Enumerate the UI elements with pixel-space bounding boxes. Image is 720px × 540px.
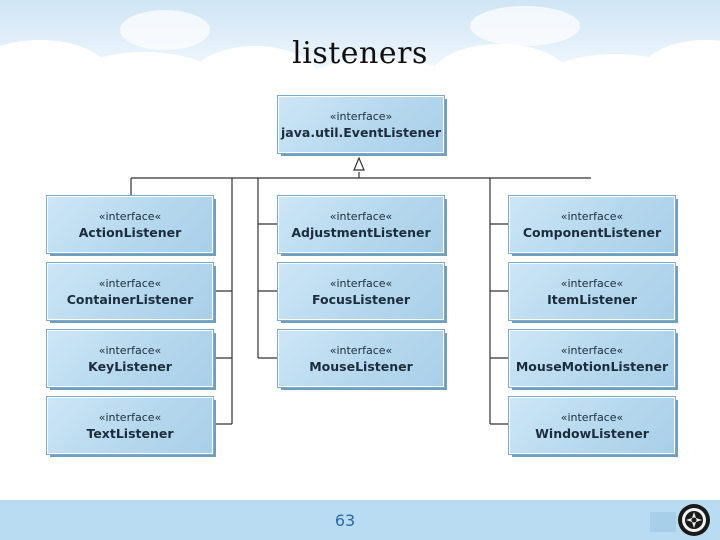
interface-box: «interface« ActionListener bbox=[46, 195, 214, 254]
interface-name: ActionListener bbox=[78, 224, 182, 240]
interface-box: «interface« WindowListener bbox=[508, 396, 676, 455]
interface-name: java.util.EventListener bbox=[281, 124, 441, 140]
interface-box: «interface« FocusListener bbox=[277, 262, 445, 321]
interface-name: ItemListener bbox=[547, 291, 637, 307]
stereotype-label: «interface« bbox=[560, 343, 624, 357]
stereotype-label: «interface« bbox=[560, 209, 624, 223]
stereotype-label: «interface« bbox=[329, 209, 393, 223]
cloud-background bbox=[0, 0, 720, 92]
interface-name: WindowListener bbox=[535, 425, 649, 441]
stereotype-label: «interface« bbox=[329, 343, 393, 357]
interface-box: «interface« AdjustmentListener bbox=[277, 195, 445, 254]
interface-name: MouseListener bbox=[309, 358, 413, 374]
stereotype-label: «interface« bbox=[560, 410, 624, 424]
stereotype-label: «interface« bbox=[98, 276, 162, 290]
stereotype-label: «interface« bbox=[329, 276, 393, 290]
interface-name: KeyListener bbox=[88, 358, 172, 374]
interface-name: AdjustmentListener bbox=[291, 224, 431, 240]
interface-box: «interface« ContainerListener bbox=[46, 262, 214, 321]
interface-box: «interface« ComponentListener bbox=[508, 195, 676, 254]
university-logo-icon bbox=[678, 504, 710, 536]
interface-box: «interface« KeyListener bbox=[46, 329, 214, 388]
generalization-arrow-icon bbox=[353, 156, 365, 171]
stereotype-label: «interface« bbox=[98, 410, 162, 424]
interface-name: MouseMotionListener bbox=[515, 358, 669, 374]
footer-accent bbox=[650, 512, 676, 532]
stereotype-label: «interface» bbox=[329, 109, 393, 123]
stereotype-label: «interface« bbox=[98, 209, 162, 223]
slide-title: listeners bbox=[292, 36, 428, 71]
interface-box: «interface« TextListener bbox=[46, 396, 214, 455]
page-number: 63 bbox=[334, 511, 356, 530]
root-interface-box: «interface» java.util.EventListener bbox=[277, 95, 445, 154]
stereotype-label: «interface« bbox=[560, 276, 624, 290]
interface-name: FocusListener bbox=[311, 291, 411, 307]
interface-box: «interface« MouseMotionListener bbox=[508, 329, 676, 388]
interface-name: ContainerListener bbox=[66, 291, 194, 307]
interface-box: «interface« ItemListener bbox=[508, 262, 676, 321]
footer-bar bbox=[0, 500, 720, 540]
interface-name: TextListener bbox=[86, 425, 174, 441]
interface-box: «interface« MouseListener bbox=[277, 329, 445, 388]
interface-name: ComponentListener bbox=[522, 224, 662, 240]
stereotype-label: «interface« bbox=[98, 343, 162, 357]
